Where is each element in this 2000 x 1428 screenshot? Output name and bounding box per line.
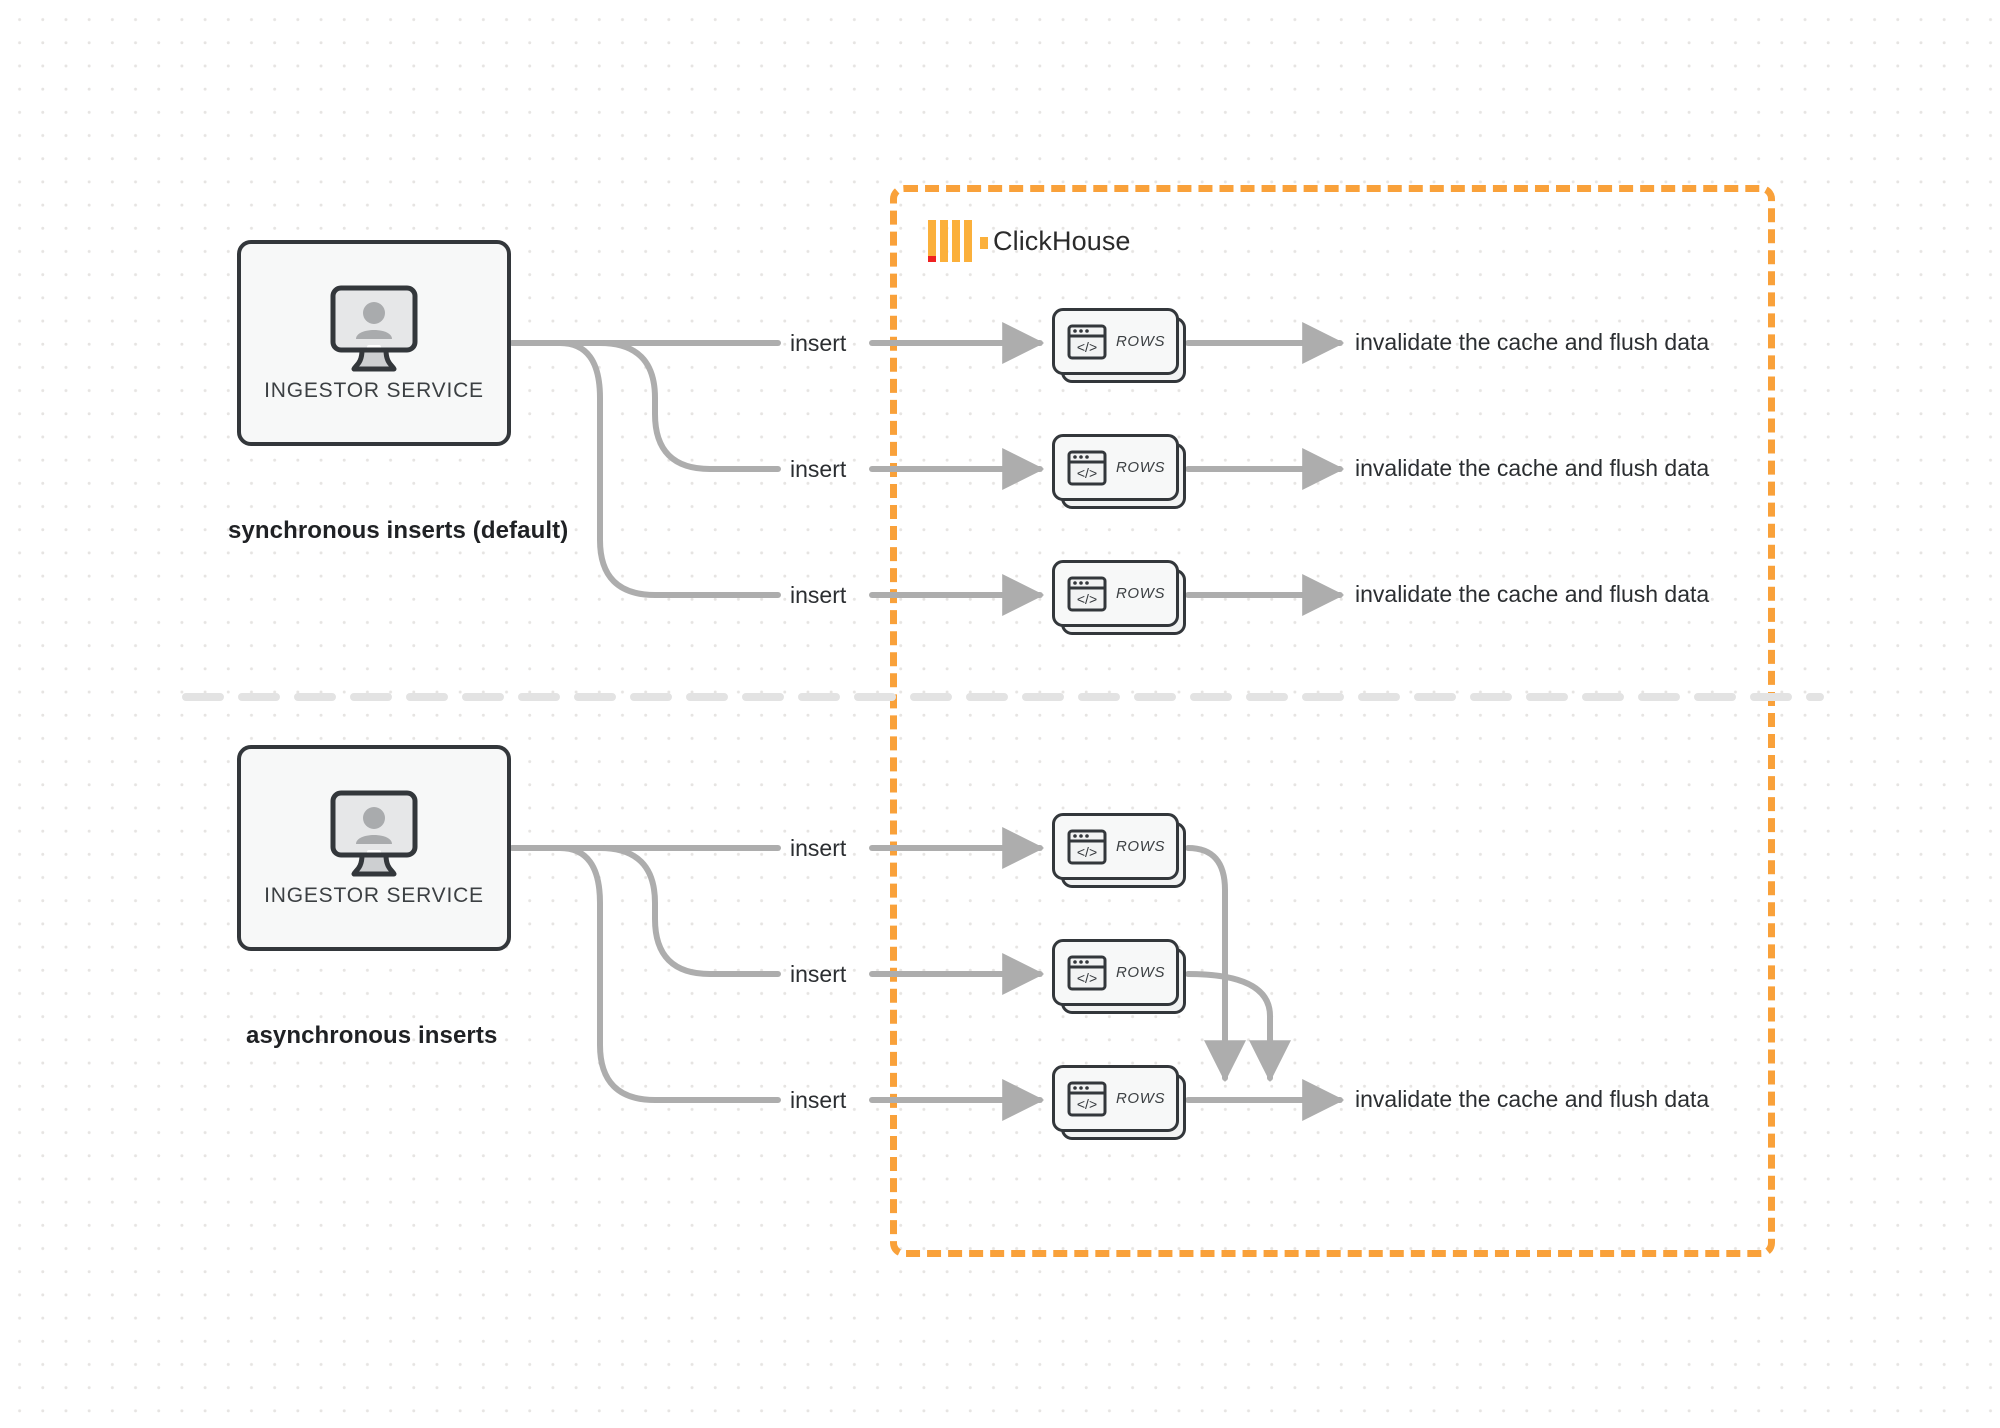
- result-label-sync-2: invalidate the cache and flush data: [1355, 455, 1710, 481]
- ingestor-service-label-async: INGESTOR SERVICE: [264, 884, 484, 907]
- result-label-sync-3: invalidate the cache and flush data: [1355, 581, 1710, 607]
- rows-card-front: </> ROWS: [1052, 560, 1179, 627]
- rows-card-label: ROWS: [1116, 838, 1166, 855]
- clickhouse-logo-icon: [928, 220, 988, 262]
- monitor-user-icon: [322, 788, 426, 880]
- rows-card-sync-3[interactable]: </> ROWS: [1052, 560, 1186, 635]
- svg-text:</>: </>: [1077, 970, 1097, 986]
- rows-card-front: </> ROWS: [1052, 813, 1179, 880]
- insert-label-sync-1: insert: [790, 330, 847, 356]
- insert-label-async-2: insert: [790, 961, 847, 987]
- ingestor-service-label-sync: INGESTOR SERVICE: [264, 379, 484, 402]
- svg-text:</>: </>: [1077, 339, 1097, 355]
- rows-card-front: </> ROWS: [1052, 434, 1179, 501]
- result-label-async-merged: invalidate the cache and flush data: [1355, 1086, 1710, 1112]
- rows-card-front: </> ROWS: [1052, 939, 1179, 1006]
- monitor-user-icon: [322, 283, 426, 375]
- section-title-async: asynchronous inserts: [246, 1022, 498, 1049]
- svg-text:</>: </>: [1077, 465, 1097, 481]
- rows-card-sync-1[interactable]: </> ROWS: [1052, 308, 1186, 383]
- insert-label-async-1: insert: [790, 835, 847, 861]
- code-window-icon: </>: [1067, 450, 1107, 486]
- insert-label-sync-2: insert: [790, 456, 847, 482]
- rows-card-front: </> ROWS: [1052, 1065, 1179, 1132]
- code-window-icon: </>: [1067, 829, 1107, 865]
- insert-label-async-3: insert: [790, 1087, 847, 1113]
- svg-text:</>: </>: [1077, 844, 1097, 860]
- result-label-sync-1: invalidate the cache and flush data: [1355, 329, 1710, 355]
- rows-card-sync-2[interactable]: </> ROWS: [1052, 434, 1186, 509]
- rows-card-label: ROWS: [1116, 964, 1166, 981]
- rows-card-front: </> ROWS: [1052, 308, 1179, 375]
- ingestor-service-async[interactable]: INGESTOR SERVICE: [237, 745, 511, 951]
- rows-card-label: ROWS: [1116, 1090, 1166, 1107]
- rows-card-label: ROWS: [1116, 333, 1166, 350]
- code-window-icon: </>: [1067, 324, 1107, 360]
- clickhouse-logo-row: ClickHouse: [928, 220, 1131, 262]
- ingestor-service-sync[interactable]: INGESTOR SERVICE: [237, 240, 511, 446]
- code-window-icon: </>: [1067, 576, 1107, 612]
- svg-text:</>: </>: [1077, 591, 1097, 607]
- rows-card-label: ROWS: [1116, 459, 1166, 476]
- code-window-icon: </>: [1067, 955, 1107, 991]
- rows-card-async-1[interactable]: </> ROWS: [1052, 813, 1186, 888]
- code-window-icon: </>: [1067, 1081, 1107, 1117]
- rows-card-async-2[interactable]: </> ROWS: [1052, 939, 1186, 1014]
- clickhouse-label: ClickHouse: [993, 225, 1131, 256]
- svg-text:</>: </>: [1077, 1096, 1097, 1112]
- clickhouse-boundary: [890, 185, 1775, 1257]
- section-title-sync: synchronous inserts (default): [228, 517, 569, 544]
- rows-card-label: ROWS: [1116, 585, 1166, 602]
- rows-card-async-3[interactable]: </> ROWS: [1052, 1065, 1186, 1140]
- insert-label-sync-3: insert: [790, 582, 847, 608]
